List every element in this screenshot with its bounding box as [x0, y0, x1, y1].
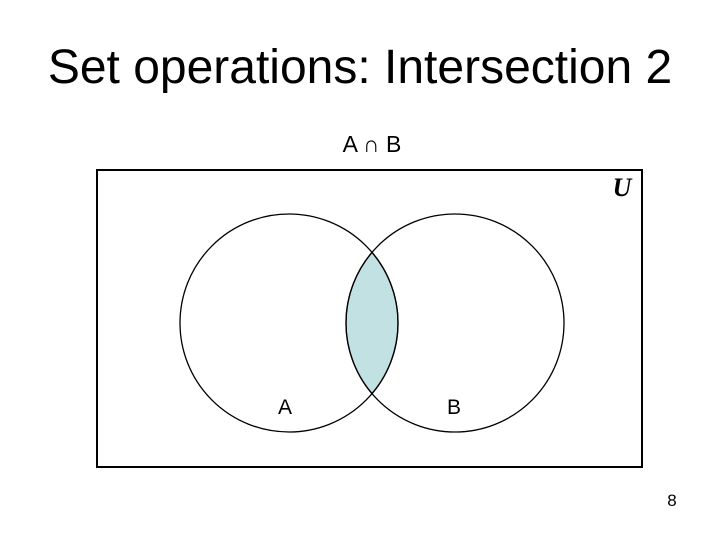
set-a-circle	[179, 213, 399, 433]
slide-title: Set operations: Intersection 2	[47, 41, 673, 94]
set-b-circle	[345, 213, 565, 433]
venn-diagram: U A B	[96, 169, 643, 468]
intersection-expression-label: A ∩ B	[342, 131, 402, 157]
set-b-label: B	[447, 396, 461, 419]
set-a-label: A	[278, 396, 292, 419]
universe-label: U	[613, 173, 633, 202]
page-number: 8	[667, 491, 677, 510]
